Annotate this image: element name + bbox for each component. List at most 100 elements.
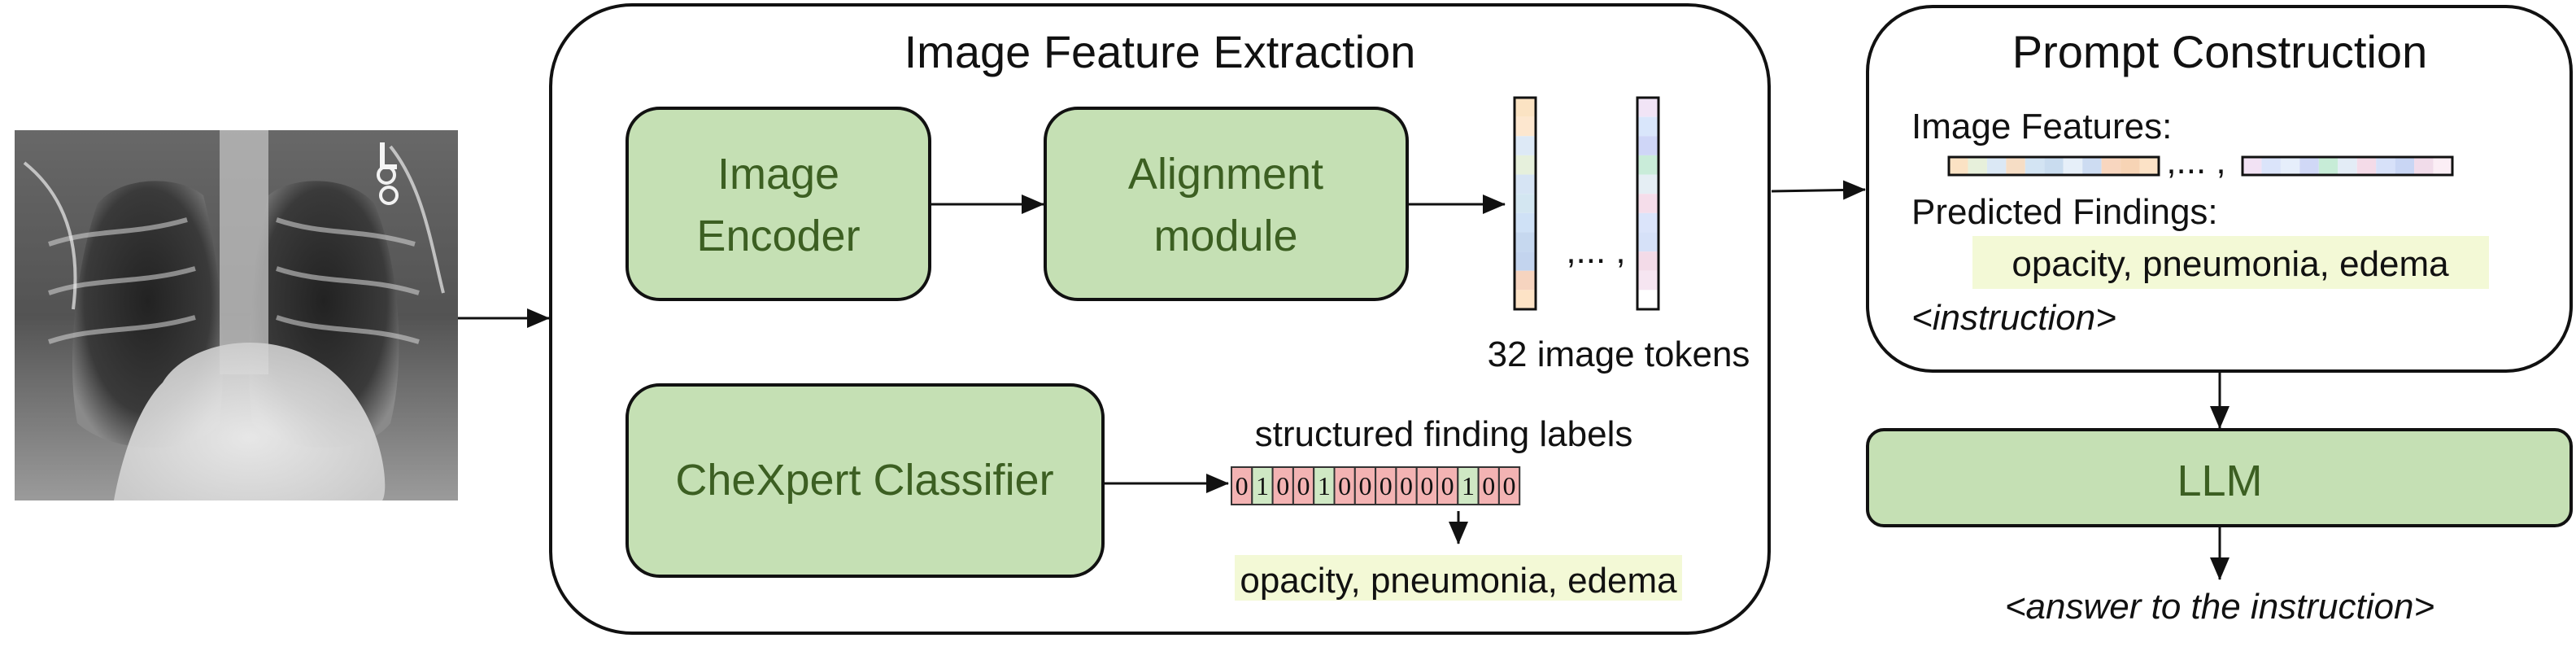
image-encoder-box: Image Encoder [625,107,931,301]
feature-last-cell [2433,157,2452,175]
chexpert-classifier-label: CheXpert Classifier [675,456,1053,505]
llm-box: LLM [1866,428,2573,527]
feature-first-outline [1947,155,2160,177]
finding-bit-value: 0 [1297,471,1310,500]
token-last-cell [1637,174,1658,195]
finding-bit-value: 1 [1256,471,1269,500]
token-last-cell [1637,136,1658,155]
alignment-module-box: Alignment module [1044,107,1409,301]
token-last-cell [1637,116,1658,137]
finding-bit-value: 0 [1400,471,1413,500]
image-encoder-label-line2: Encoder [696,212,860,260]
feature-extraction-title: Image Feature Extraction [904,26,1416,77]
feature-first-cell [2139,157,2159,175]
finding-bit-value: 0 [1358,471,1371,500]
image-feature-bar-first [1947,155,2160,177]
feature-last-cell [2338,157,2357,175]
finding-bit-cell [1375,466,1397,505]
chexpert-classifier-box: CheXpert Classifier [625,383,1105,578]
token-last-cell [1637,290,1658,309]
feature-ellipsis: ,... , [2166,142,2225,181]
finding-bit-cell [1353,466,1377,505]
feature-first-cell [2006,157,2025,175]
token-first-cell [1515,136,1536,155]
answer-output: <answer to the instruction> [2005,587,2434,627]
feature-last-cell [2356,157,2377,175]
feature-first-cell [2121,157,2140,175]
feature-first-cell [2025,157,2045,175]
feature-last-cell [2376,157,2395,175]
chest-xray-image [15,130,458,500]
token-last-cell [1637,194,1658,213]
feature-first-cell [1968,157,1987,175]
llm-label: LLM [2177,457,2262,505]
token-ellipsis: ,... , [1566,231,1625,271]
token-last-outline [1636,96,1660,311]
feature-last-cell [2318,157,2338,175]
token-first-cell [1515,98,1536,117]
token-first-cell [1515,270,1536,291]
prompt-construction-title: Prompt Construction [2012,26,2427,77]
finding-bit-cell [1251,466,1274,505]
finding-bit-value: 1 [1462,471,1475,500]
finding-bit-value: 0 [1482,471,1495,500]
findings-text: opacity, pneumonia, edema [1240,561,1677,601]
token-first-cell [1515,116,1536,137]
feature-last-cell [2299,157,2319,175]
finding-bit-value: 0 [1420,471,1433,500]
token-first-cell [1515,251,1536,271]
image-tokens-caption: 32 image tokens [1488,334,1750,374]
feature-first-cell [2082,157,2102,175]
finding-bit-value: 0 [1441,471,1454,500]
image-encoder-label-line1: Image [717,150,839,199]
feature-last-cell [2414,157,2434,175]
prompt-construction-panel: Prompt Construction Image Features: ,...… [1866,5,2573,373]
feature-last-cell [2395,157,2415,175]
token-first-cell [1515,232,1536,252]
token-last-cell [1637,155,1658,175]
arrow-extraction-to-prompt [1771,180,1866,200]
feature-first-cell [2101,157,2121,175]
image-token-column-first [1513,96,1537,311]
token-first-cell [1515,212,1536,233]
feature-first-cell [1949,157,1968,175]
image-token-column-last [1636,96,1660,311]
feature-first-cell [1986,157,2007,175]
finding-bit-value: 0 [1503,471,1516,500]
image-features-label: Image Features: [1911,107,2172,146]
token-last-cell [1637,98,1658,117]
finding-bit-cell [1497,466,1521,505]
finding-bit-value: 0 [1236,471,1249,500]
token-first-cell [1515,155,1536,175]
finding-bit-value: 1 [1318,471,1331,500]
predicted-findings-label: Predicted Findings: [1911,192,2218,232]
findings-text-highlight [1235,555,1682,601]
token-first-cell [1515,174,1536,195]
finding-bit-value: 0 [1276,471,1289,500]
feature-last-outline [2241,155,2454,177]
token-last-cell [1637,232,1658,252]
alignment-module-label-line1: Alignment [1128,150,1323,199]
alignment-module-label-line2: module [1153,212,1297,260]
finding-bit-value: 0 [1380,471,1393,500]
feature-extraction-panel: Image Feature Extraction Image Encoder A… [549,3,1771,635]
token-first-cell [1515,194,1536,213]
feature-first-cell [2063,157,2083,175]
finding-labels-title: structured finding labels [1255,414,1633,454]
predicted-findings-text: opacity, pneumonia, edema [2012,244,2449,284]
token-first-cell [1515,290,1536,309]
finding-bit-value: 0 [1338,471,1351,500]
predicted-findings-highlight [1972,236,2489,289]
token-last-cell [1637,212,1658,233]
feature-last-cell [2261,157,2281,175]
token-first-outline [1513,96,1537,311]
finding-bit-cell [1333,466,1356,505]
feature-last-cell [2280,157,2300,175]
feature-first-cell [2044,157,2064,175]
token-last-cell [1637,270,1658,291]
instruction-placeholder: <instruction> [1911,298,2116,338]
image-feature-bar-last [2241,155,2454,177]
token-last-cell [1637,251,1658,271]
